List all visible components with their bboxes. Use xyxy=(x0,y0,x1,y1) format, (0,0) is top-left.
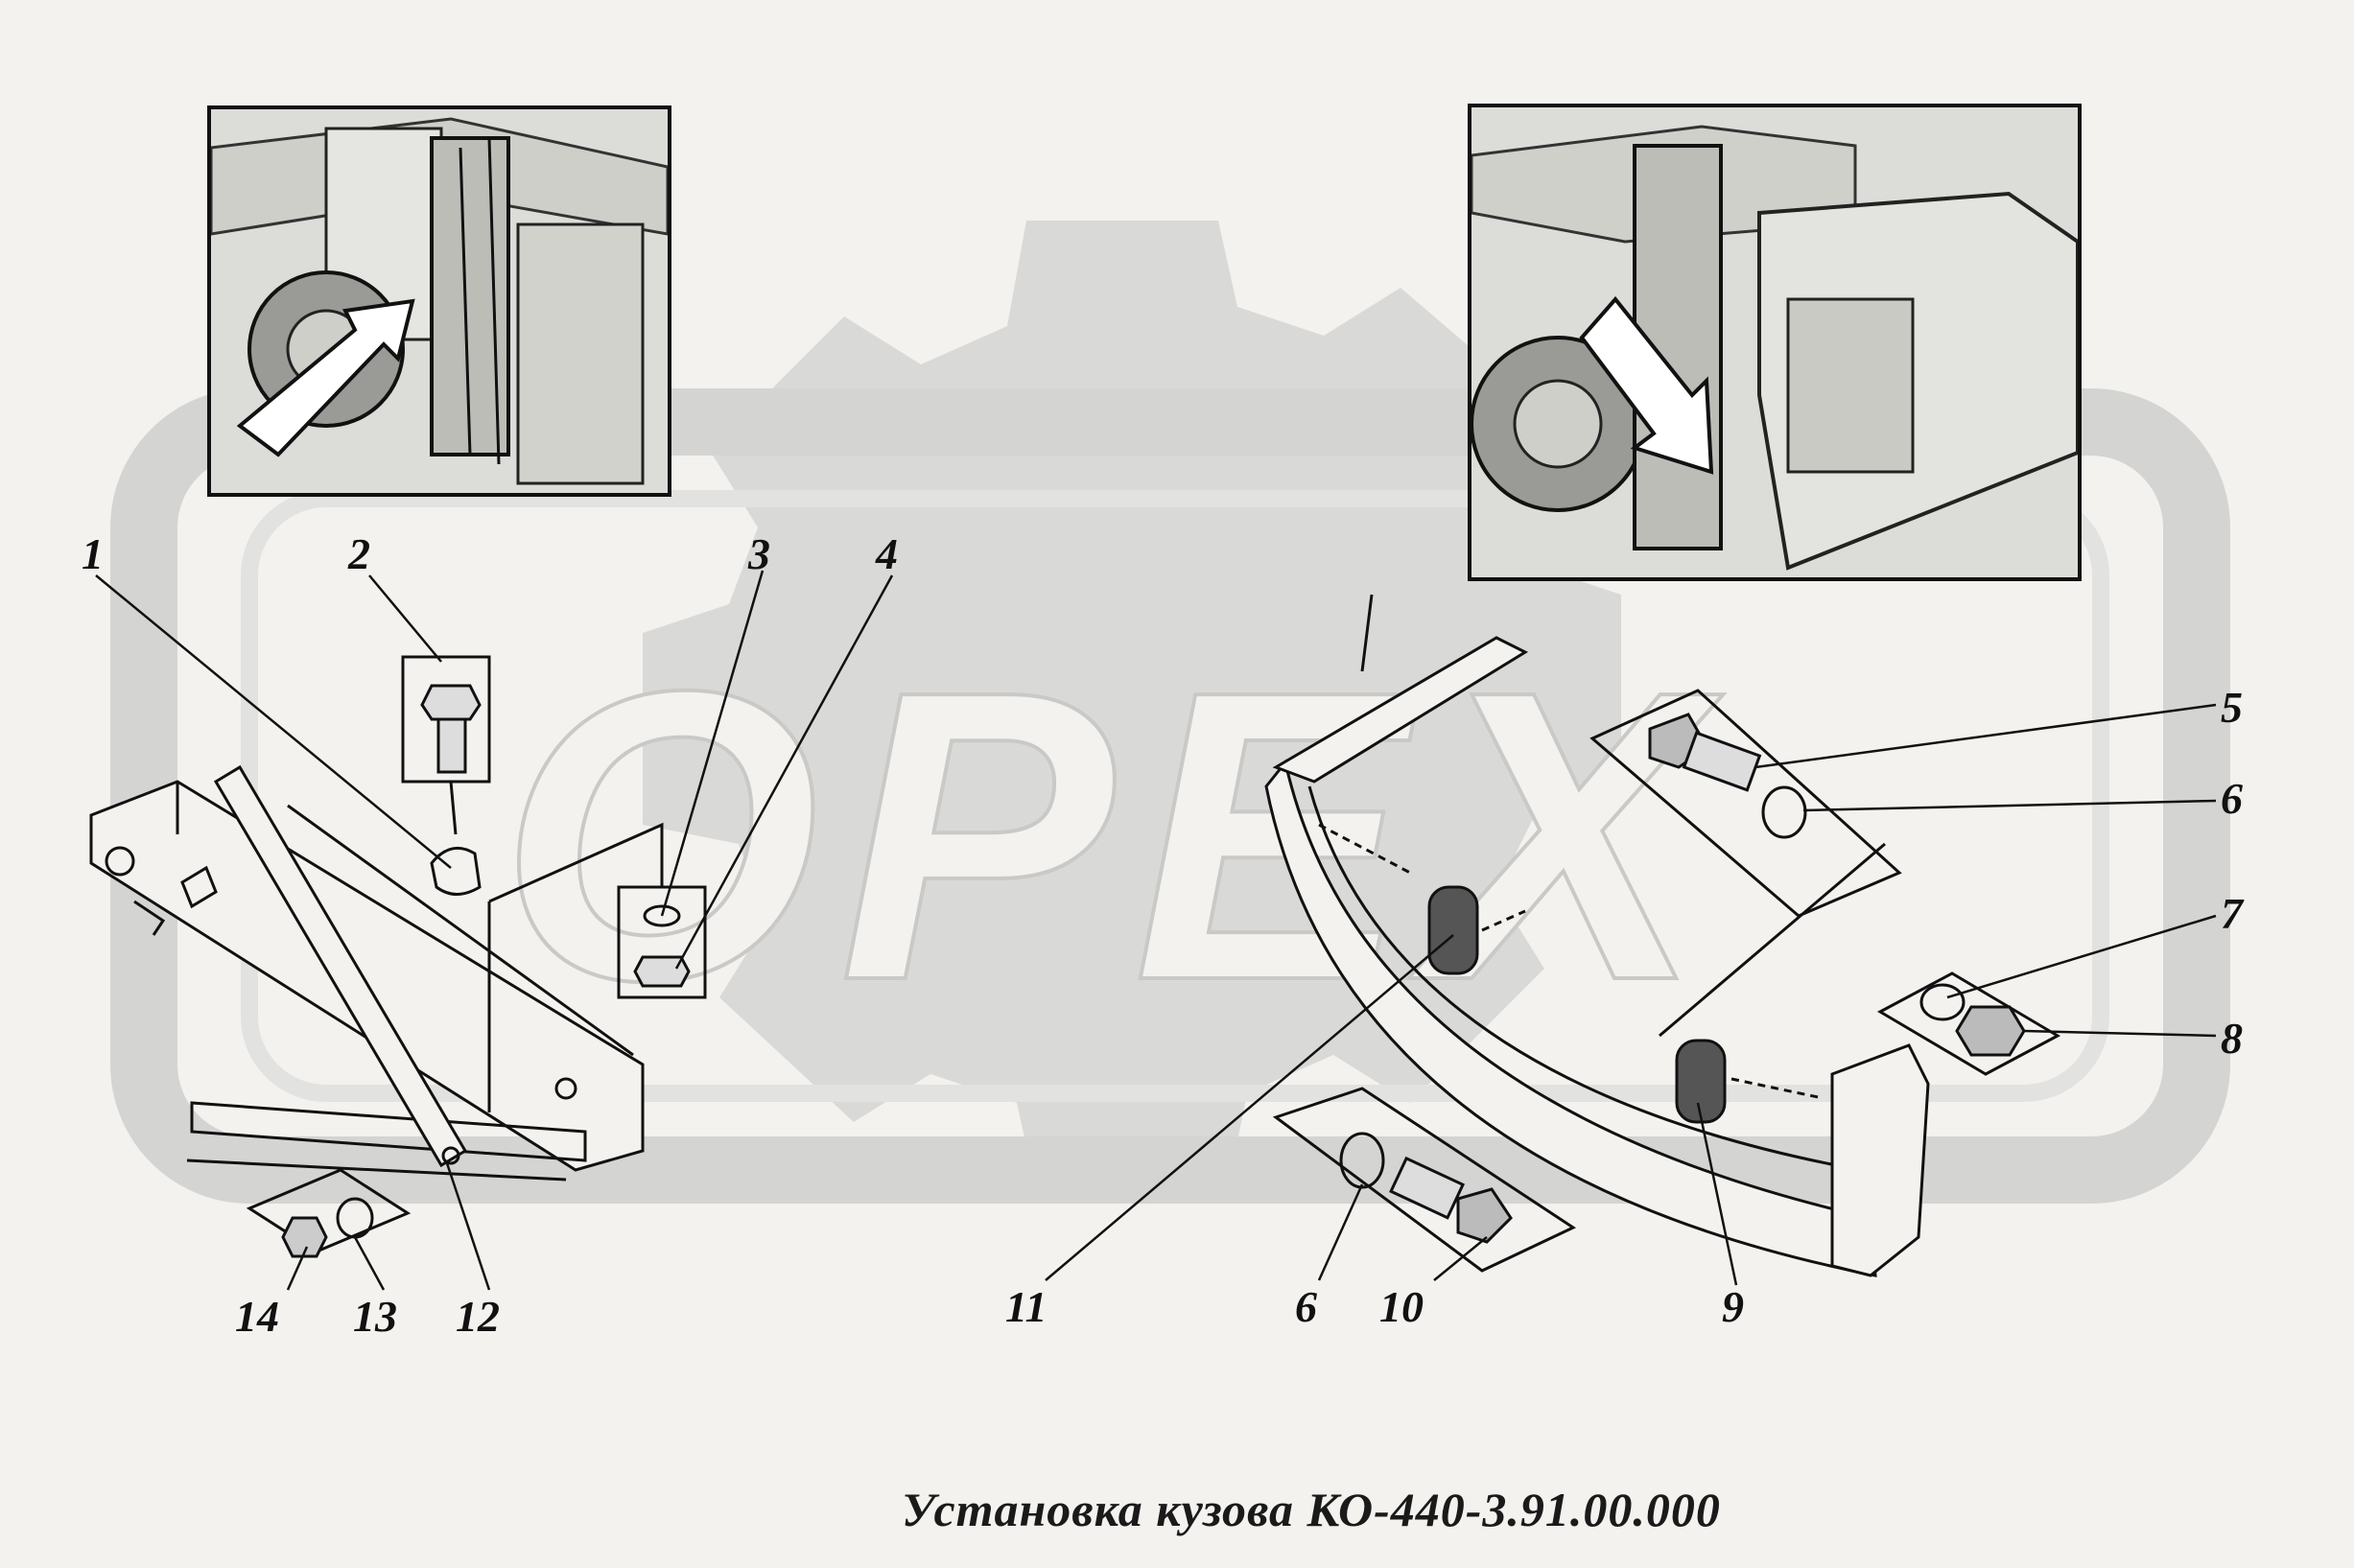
leader-lines xyxy=(95,570,2217,1291)
callout-6-lower: 6 xyxy=(1295,1282,1317,1331)
left-frame-rail xyxy=(89,780,645,1182)
callout-9: 9 xyxy=(1722,1282,1744,1331)
stabilizer-bar xyxy=(213,764,468,1168)
nut-box-7-8 xyxy=(1876,971,2061,1076)
bolt-box-2 xyxy=(401,655,491,835)
callout-3: 3 xyxy=(748,529,770,578)
clamp-part xyxy=(430,846,482,896)
callout-4: 4 xyxy=(876,529,898,578)
callout-10: 10 xyxy=(1379,1282,1424,1331)
truck-cab-inset-icon xyxy=(1468,104,2082,581)
callout-8: 8 xyxy=(2221,1014,2243,1063)
callout-6-upper: 6 xyxy=(2221,774,2243,823)
nut-box-13-14 xyxy=(246,1168,412,1258)
callout-11: 11 xyxy=(1005,1282,1048,1331)
bolt-box-6-10 xyxy=(1272,1087,1577,1273)
nut-box-3-4 xyxy=(487,822,707,1112)
callout-2: 2 xyxy=(348,529,370,578)
bumper-assembly xyxy=(1264,594,1930,1277)
callout-7: 7 xyxy=(2221,889,2243,938)
rubber-pad-lower xyxy=(1675,1039,1727,1124)
callout-14: 14 xyxy=(235,1292,279,1341)
gear-icon xyxy=(643,221,1621,1189)
diagram-caption: Установка кузова КО-440-3.91.00.000 xyxy=(902,1483,1721,1536)
callout-5: 5 xyxy=(2221,683,2243,732)
bolt-box-5-6 xyxy=(1589,689,1902,918)
rubber-pad-upper xyxy=(1427,885,1479,975)
callout-13: 13 xyxy=(353,1292,397,1341)
truck-inset-icon xyxy=(207,105,671,497)
watermark-text: ОРЕХ xyxy=(499,606,1724,1066)
callout-1: 1 xyxy=(82,529,104,578)
callout-12: 12 xyxy=(456,1292,500,1341)
